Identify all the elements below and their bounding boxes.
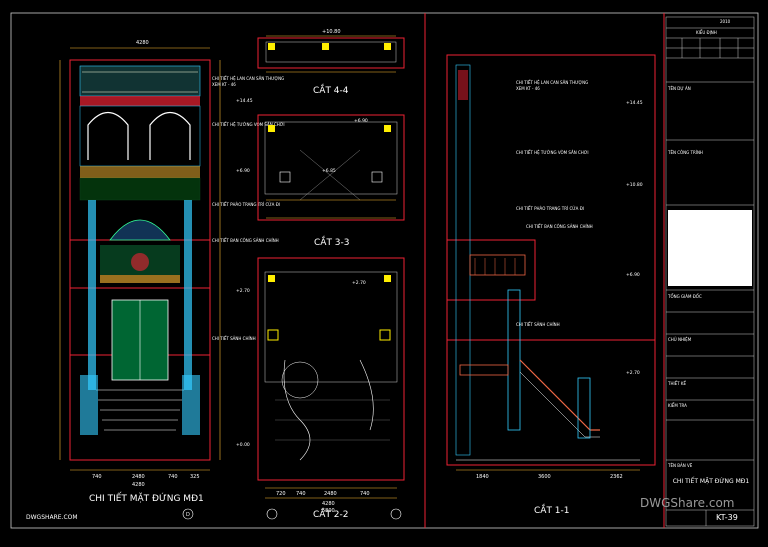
title-block-sheet-number: KT-39: [716, 513, 738, 522]
title-block-row: TÊN DỰ ÁN: [668, 86, 691, 91]
title-block-row: CHỦ NHIỆM: [668, 337, 692, 342]
title-block-logo-area: [668, 210, 752, 286]
section-4-4-level: +10.80: [322, 29, 341, 35]
level-marker: +2.70: [626, 370, 640, 376]
section-2-2-dim: 5800: [322, 508, 335, 514]
section-4-4: [257, 35, 405, 73]
elevation-view: [59, 47, 221, 520]
elevation-bottom-dim: 740: [92, 474, 102, 480]
section-1-1-dim: 1840: [476, 474, 489, 480]
section-3-3-title: CẮT 3-3: [314, 238, 350, 248]
level-marker: +6.90: [626, 272, 640, 278]
grid-mark: D: [186, 512, 190, 518]
elevation-texts: 4280 740 2480 740 325 4280 D +14.45 +6.9…: [92, 40, 285, 518]
elevation-bottom-dim: 325: [190, 474, 200, 480]
section-2-2-dim: 740: [360, 491, 370, 497]
annotation: CHI TIẾT SẢNH CHÍNH: [212, 335, 256, 341]
section-2-2-dim: 720: [276, 491, 286, 497]
annotation: XEM KT - 46: [516, 86, 540, 91]
annotation: CHI TIẾT HỆ TƯỜNG VÒM SÂN CHƠI: [212, 121, 285, 127]
section-1-1-title: CẮT 1-1: [534, 506, 570, 516]
watermark-right: DWGShare.com: [640, 496, 735, 510]
annotation: CHI TIẾT BAN CÔNG SẢNH CHÍNH: [212, 237, 279, 243]
annotation: XEM KT - 46: [212, 82, 236, 87]
level-marker: +14.45: [236, 98, 253, 104]
section-1-1-dim: 2362: [610, 474, 623, 480]
annotation: CHI TIẾT HỆ LAN CAN SÂN THƯỢNG: [212, 75, 284, 81]
title-block-row: TÊN BẢN VẼ: [668, 463, 693, 468]
section-2-2-dim: 2480: [324, 491, 337, 497]
section-3-3-level: +6.90: [354, 118, 368, 124]
annotation: CHI TIẾT SẢNH CHÍNH: [516, 321, 560, 327]
title-block-year: 2010: [720, 19, 731, 24]
section-1-1-dim: 3600: [538, 474, 551, 480]
annotation: CHI TIẾT PHÀO TRANG TRÍ CỬA ĐI: [516, 205, 584, 211]
annotation: CHI TIẾT PHÀO TRANG TRÍ CỬA ĐI: [212, 201, 280, 207]
section-2-2-level: +2.70: [352, 280, 366, 286]
section-3-3: [257, 114, 405, 221]
elevation-title: CHI TIẾT MẶT ĐỨNG MĐ1: [89, 494, 204, 504]
watermark-left: DWGSHARE.COM: [26, 514, 78, 521]
level-marker: +2.70: [236, 288, 250, 294]
title-block-row: KIỂM TRA: [668, 403, 687, 408]
title-block: [665, 16, 755, 527]
level-marker: +0.00: [236, 442, 250, 448]
elevation-bottom-dim: 2480: [132, 474, 145, 480]
annotation: CHI TIẾT HỆ TƯỜNG VÒM SÂN CHƠI: [516, 149, 589, 155]
title-block-row: THIẾT KẾ: [668, 381, 687, 386]
level-marker: +10.80: [626, 182, 643, 188]
level-marker: +6.85: [322, 168, 336, 174]
section-2-2: [257, 257, 405, 520]
section-1-1: [446, 54, 656, 471]
section-2-2-title: CẮT 2-2: [313, 510, 349, 520]
section-2-2-dim: 740: [296, 491, 306, 497]
elevation-bottom-dim: 4280: [132, 482, 145, 488]
annotation: CHI TIẾT HỆ LAN CAN SÂN THƯỢNG: [516, 79, 588, 85]
section-2-2-dim: 4280: [322, 501, 335, 507]
title-block-drawing-title: CHI TIẾT MẶT ĐỨNG MĐ1: [672, 478, 750, 485]
sheet-border: [10, 12, 759, 529]
elevation-bottom-dim: 740: [168, 474, 178, 480]
level-marker: +14.45: [626, 100, 643, 106]
annotation: CHI TIẾT BAN CÔNG SẢNH CHÍNH: [526, 223, 593, 229]
title-block-row: TỔNG GIÁM ĐỐC: [668, 294, 702, 299]
level-marker: +6.90: [236, 168, 250, 174]
elevation-top-dim: 4280: [136, 40, 149, 46]
section-4-4-title: CẮT 4-4: [313, 86, 349, 96]
title-block-row: KIỂU ĐỊNH: [696, 30, 717, 35]
title-block-project: TÊN CÔNG TRÌNH: [668, 150, 703, 155]
